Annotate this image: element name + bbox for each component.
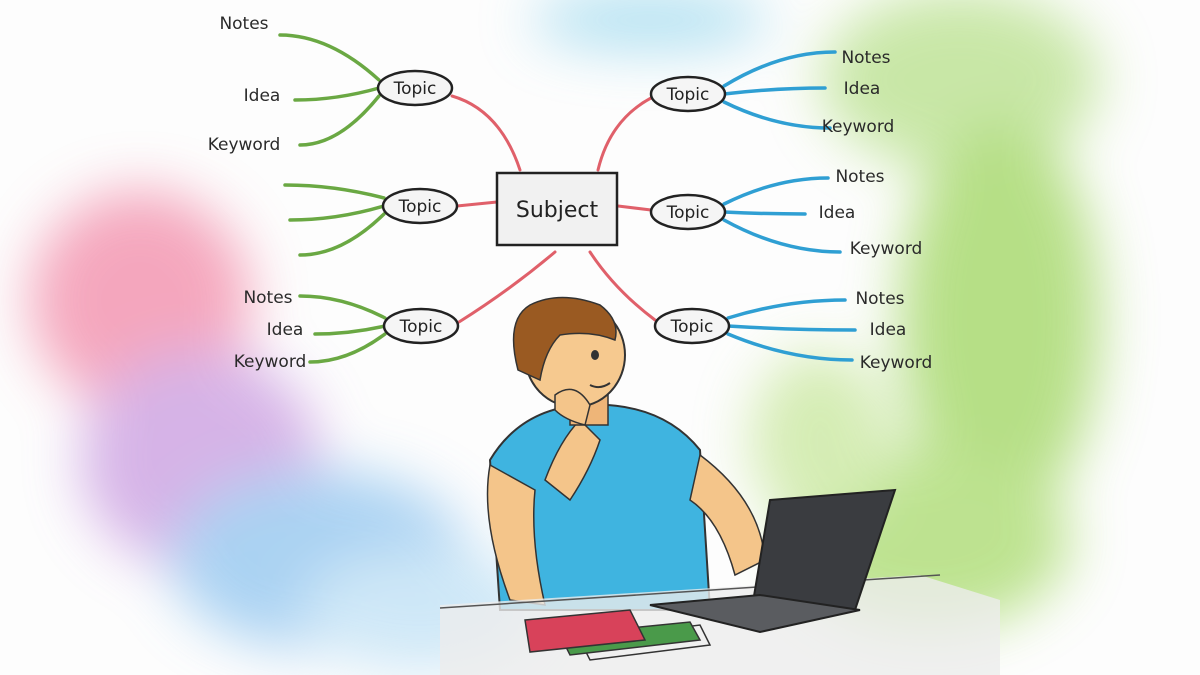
topic-label: Topic (399, 317, 443, 337)
topic-label: Topic (393, 79, 437, 99)
topic-node-top-left: Topic (376, 69, 454, 107)
leaf-branch (283, 183, 386, 200)
leaf-label-keyword: Keyword (850, 239, 923, 259)
topic-node-middle-left: Topic (381, 187, 459, 225)
leaf-label-idea: Idea (870, 320, 907, 340)
leaf-label-notes: Notes (835, 167, 884, 187)
leaf-label-keyword: Keyword (860, 353, 933, 373)
leaf-branch (298, 94, 381, 147)
leaf-branch (722, 100, 832, 130)
topic-node-bottom-left: Topic (382, 307, 460, 345)
leaf-branch (288, 204, 386, 222)
leaf-branches (278, 33, 857, 364)
topic-label: Topic (666, 85, 710, 105)
notebooks (524, 609, 712, 661)
leaf-branch (722, 218, 842, 254)
leaf-label-notes: Notes (219, 14, 268, 34)
topic-node-top-right: Topic (649, 75, 727, 113)
leaf-branch (278, 33, 381, 82)
leaf-branch (308, 332, 387, 364)
leaf-branch (726, 298, 847, 320)
leaf-labels: NotesIdeaKeywordNotesIdeaKeywordNotesIde… (208, 14, 933, 373)
leaf-label-idea: Idea (819, 203, 856, 223)
topic-ellipse (649, 75, 727, 113)
topic-ellipse (382, 307, 460, 345)
leaf-branch (722, 176, 830, 206)
topic-ellipse (649, 193, 727, 231)
leaf-branch (298, 212, 386, 257)
topic-label: Topic (666, 203, 710, 223)
topic-node-bottom-right: Topic (653, 307, 731, 345)
leaf-label-keyword: Keyword (208, 135, 281, 155)
subject-label: Subject (516, 198, 599, 223)
topic-ellipse (653, 307, 731, 345)
leaf-label-notes: Notes (243, 288, 292, 308)
leaf-branch (726, 332, 854, 362)
laptop (649, 488, 897, 634)
leaf-branch (722, 50, 837, 88)
leaf-label-notes: Notes (841, 48, 890, 68)
topic-ellipse (381, 187, 459, 225)
leaf-branch (313, 324, 387, 336)
leaf-label-keyword: Keyword (822, 117, 895, 137)
leaf-branch (722, 86, 827, 96)
main-branches (450, 94, 657, 324)
leaf-branch (722, 210, 807, 216)
subject-node: Subject (495, 171, 619, 247)
leaf-label-keyword: Keyword (234, 352, 307, 372)
student-figure (486, 296, 766, 611)
leaf-label-notes: Notes (855, 289, 904, 309)
topic-label: Topic (398, 197, 442, 217)
leaf-label-idea: Idea (267, 320, 304, 340)
leaf-branch (726, 324, 857, 332)
topic-node-middle-right: Topic (649, 193, 727, 231)
leaf-label-idea: Idea (844, 79, 881, 99)
leaf-branch (293, 86, 381, 102)
leaf-branch (298, 294, 387, 320)
topic-label: Topic (670, 317, 714, 337)
topic-ellipse (376, 69, 454, 107)
leaf-label-idea: Idea (244, 86, 281, 106)
